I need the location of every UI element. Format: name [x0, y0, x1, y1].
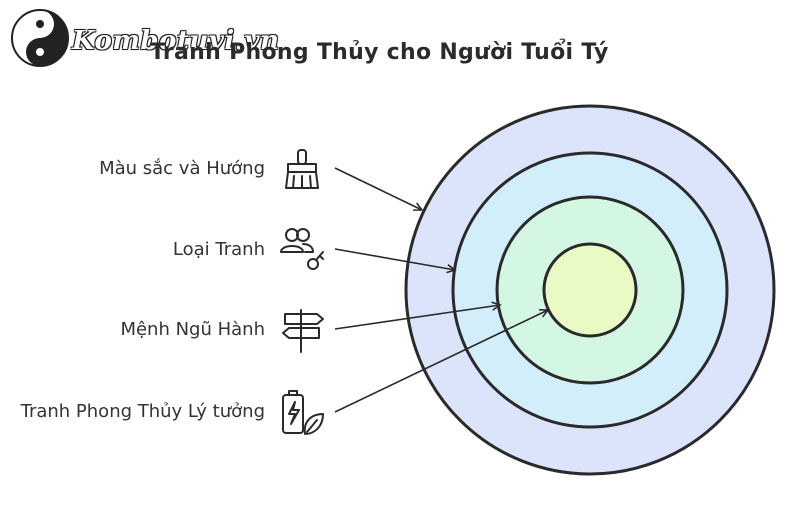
logo: Kombotuvi.vn: [10, 8, 279, 72]
battery-leaf-icon: [282, 390, 324, 435]
rings-group: [404, 104, 776, 476]
arrow-mau-sac: [334, 167, 422, 210]
diagram-title: Tranh Phong Thủy cho Người Tuổi Tý: [150, 40, 609, 65]
label-tranh-phong-thuy-ly-tuong: Tranh Phong Thủy Lý tưởng: [20, 401, 265, 422]
yin-yang-icon: [11, 9, 69, 67]
arrow-loai-tranh: [334, 248, 455, 270]
arrows-group: [334, 167, 548, 413]
paintbrush-icon: [285, 149, 319, 189]
label-menh-ngu-hanh: Mệnh Ngũ Hành: [120, 319, 265, 340]
signpost-icon: [282, 309, 324, 353]
ring-center: [542, 242, 638, 338]
people-key-icon: [280, 228, 324, 270]
label-loai-tranh: Loại Tranh: [172, 239, 265, 260]
watermark-text: Kombotuvi.vn: [72, 26, 280, 56]
arrow-tranh-ly-tuong: [334, 310, 548, 413]
label-mau-sac-va-huong: Màu sắc và Hướng: [99, 158, 265, 179]
arrow-menh-ngu-hanh: [334, 305, 500, 330]
